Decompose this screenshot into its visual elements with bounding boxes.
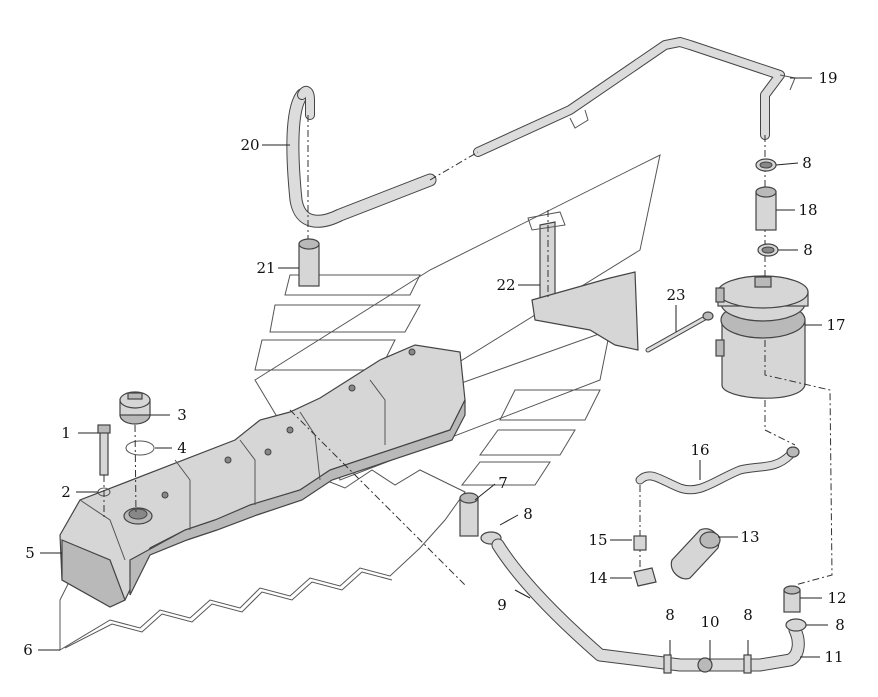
callout-8-lower: 8 <box>803 241 813 259</box>
callout-4: 4 <box>177 439 187 457</box>
callout-8-upper: 8 <box>802 154 812 172</box>
clamp-right <box>743 654 752 674</box>
callout-15: 15 <box>588 531 607 549</box>
lower-hose <box>491 538 805 672</box>
callout-1: 1 <box>61 424 71 442</box>
bolt <box>97 424 111 476</box>
callout-5: 5 <box>25 544 35 562</box>
callout-labels: 1 2 3 4 5 6 7 8 8 8 8 8 9 10 11 12 8 13 … <box>23 69 846 666</box>
callout-12: 12 <box>827 589 846 607</box>
oil-separator <box>715 275 809 399</box>
return-hose <box>635 446 800 495</box>
clamp-upper <box>755 158 777 172</box>
callout-8-hose: 8 <box>523 505 533 523</box>
callout-2: 2 <box>61 483 71 501</box>
oil-filler-cap <box>119 391 151 425</box>
leader-lines <box>38 77 828 660</box>
long-bolt <box>645 311 714 353</box>
callout-8-right: 8 <box>743 606 753 624</box>
callout-17: 17 <box>826 316 845 334</box>
callout-6: 6 <box>23 641 33 659</box>
callout-23: 23 <box>666 286 685 304</box>
callout-8-left: 8 <box>665 606 675 624</box>
end-fitting <box>783 585 801 613</box>
elbow-fitting <box>633 567 657 587</box>
o-ring <box>125 440 155 456</box>
callout-7: 7 <box>498 474 508 492</box>
callout-11: 11 <box>824 648 843 666</box>
separator-hose <box>755 186 777 231</box>
bracket <box>527 210 639 351</box>
breather-pipe <box>286 37 796 228</box>
callout-13: 13 <box>740 528 759 546</box>
fitting <box>633 535 647 551</box>
callout-3: 3 <box>177 406 187 424</box>
callout-9: 9 <box>497 596 507 614</box>
callout-8-end: 8 <box>835 616 845 634</box>
short-hose <box>298 238 320 287</box>
tee-connector <box>697 657 713 673</box>
callout-10: 10 <box>700 613 719 631</box>
callout-14: 14 <box>588 569 607 587</box>
callout-22: 22 <box>496 276 515 294</box>
callout-20: 20 <box>240 136 259 154</box>
callout-18: 18 <box>798 201 817 219</box>
valve <box>670 528 721 580</box>
callout-16: 16 <box>690 441 709 459</box>
clamp-left <box>663 654 672 674</box>
clamp-end <box>785 618 807 632</box>
callout-19: 19 <box>818 69 837 87</box>
clamp-lower <box>757 243 779 257</box>
callout-21: 21 <box>256 259 275 277</box>
valve-cover <box>59 344 466 608</box>
